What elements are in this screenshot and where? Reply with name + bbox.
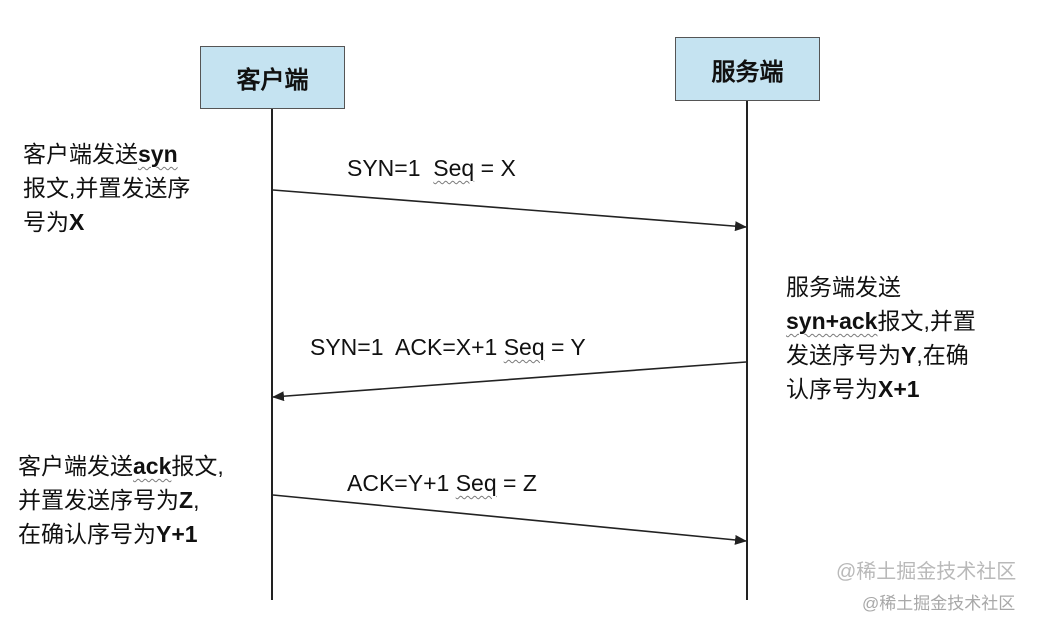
client-actor-box: 客户端 <box>200 46 345 109</box>
server-actor-label: 服务端 <box>711 58 784 86</box>
note-line: 号为X <box>23 209 85 235</box>
note-line: 服务端发送 <box>786 274 901 300</box>
note-line: 报文,并置发送序 <box>23 175 191 201</box>
server-actor-box: 服务端 <box>675 37 820 101</box>
watermark-small: @稀土掘金技术社区 <box>862 594 1016 613</box>
client-ack-note: 客户端发送ack报文, 并置发送序号为Z, 在确认序号为Y+1 <box>18 449 224 551</box>
server-synack-note: 服务端发送 syn+ack报文,并置 发送序号为Y,在确 认序号为X+1 <box>786 270 976 406</box>
note-line: 在确认序号为Y+1 <box>18 521 198 547</box>
synack-message-label: SYN=1 ACK=X+1 Seq = Y <box>310 334 586 360</box>
note-line: syn+ack报文,并置 <box>786 308 976 334</box>
note-line: 客户端发送ack报文, <box>18 453 224 479</box>
note-line: 发送序号为Y,在确 <box>786 342 969 368</box>
note-line: 认序号为X+1 <box>786 376 920 402</box>
ack-arrow <box>272 494 747 545</box>
note-line: 客户端发送syn <box>23 141 178 167</box>
syn-message-label: SYN=1 Seq = X <box>347 155 516 181</box>
client-actor-label: 客户端 <box>236 67 309 94</box>
ack-message-label: ACK=Y+1 Seq = Z <box>347 470 537 496</box>
watermark-large: @稀土掘金技术社区 <box>836 561 1017 583</box>
synack-arrow <box>272 361 747 402</box>
client-syn-note: 客户端发送syn 报文,并置发送序 号为X <box>23 137 190 239</box>
note-line: 并置发送序号为Z, <box>18 487 200 513</box>
syn-arrow <box>272 189 747 232</box>
